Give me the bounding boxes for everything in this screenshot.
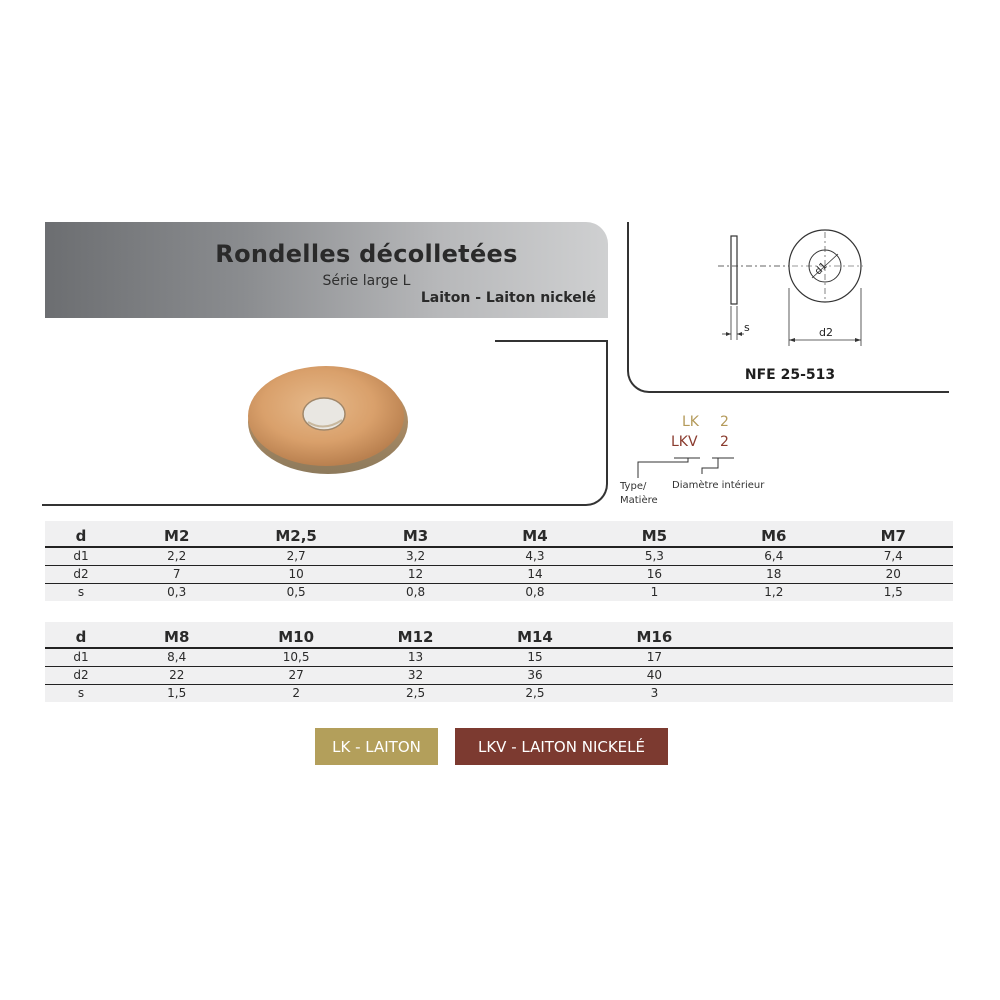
code-lkv-value: 2	[720, 434, 729, 450]
table-cell: 2,7	[236, 547, 356, 566]
table-cell: 10	[236, 565, 356, 584]
table-cell: 14	[475, 565, 595, 584]
page-subtitle: Série large L	[322, 273, 411, 289]
table-cell: 10,5	[236, 648, 356, 667]
table-cell: 32	[355, 666, 476, 685]
header-banner: Rondelles décolletées Série large L Lait…	[45, 222, 608, 318]
dimensions-table-2: d M8 M10 M12 M14 M16 d1 8,4 10,5 13 15 1…	[45, 622, 953, 702]
column-header: M5	[594, 521, 715, 548]
table-cell: 17	[594, 648, 715, 667]
table-cell: 15	[475, 648, 595, 667]
diagram-frame	[627, 222, 949, 393]
table-cell: 0,5	[286, 585, 306, 600]
table-cell: 2,2	[117, 547, 237, 566]
caption-type-line1: Type/	[620, 481, 647, 492]
column-header: M4	[475, 521, 595, 548]
ordering-code-brackets	[637, 457, 734, 478]
table-cell	[833, 648, 953, 667]
table-cell: 7,4	[833, 547, 953, 566]
table-row: d1 8,4 10,5 13 15 17	[45, 648, 953, 667]
table-cell: 3	[650, 686, 659, 701]
legend-lk-laiton: LK - LAITON	[315, 728, 438, 765]
table-row: s 1,5 2 2,5 2,5 3	[45, 684, 953, 702]
column-header: M14	[475, 622, 595, 649]
code-lkv-prefix: LKV	[671, 434, 698, 450]
table-cell: 1	[650, 585, 659, 600]
table-cell	[714, 684, 833, 702]
header-label: d	[45, 622, 117, 649]
row-label: d1	[45, 648, 117, 667]
table-cell: 6,4	[714, 547, 834, 566]
table-cell	[833, 666, 953, 685]
washer-technical-drawing: s d1 d2	[718, 229, 863, 346]
table-cell	[834, 684, 953, 702]
ordering-code: LK 2 LKV 2 Type/ Matière Diamètre intéri…	[600, 410, 800, 510]
table-cell: 16	[594, 565, 715, 584]
row-label: d2	[45, 565, 117, 584]
table-cell: 4,3	[475, 547, 595, 566]
column-header: M7	[833, 521, 953, 548]
table-cell: 40	[594, 666, 715, 685]
legend-lkv-laiton-nickele: LKV - LAITON NICKELÉ	[455, 728, 668, 765]
table-header-row: d M2 M2,5 M3 M4 M5 M6 M7	[45, 521, 953, 548]
code-lk-value: 2	[720, 414, 729, 430]
header-label: d	[45, 521, 117, 548]
table-cell: 5,3	[594, 547, 715, 566]
caption-type-line2: Matière	[620, 495, 658, 506]
dimension-d2-label: d2	[819, 326, 833, 339]
column-header	[833, 622, 953, 649]
row-label: d2	[45, 666, 117, 685]
caption-type: Type/ Matière	[620, 480, 658, 508]
column-header: M6	[714, 521, 834, 548]
table-cell: 0,8	[525, 585, 545, 600]
photo-frame	[42, 340, 608, 506]
table-cell: 27	[236, 666, 356, 685]
row-label: s	[77, 585, 85, 600]
table-cell: 0,8	[406, 585, 426, 600]
table-cell: 20	[833, 565, 953, 584]
table-cell: 1,2	[764, 585, 784, 600]
table-cell: 2,5	[406, 686, 426, 701]
column-header: M2	[117, 521, 237, 548]
table-cell	[714, 666, 834, 685]
code-lk-prefix: LK	[682, 414, 699, 430]
table-row: d1 2,2 2,7 3,2 4,3 5,3 6,4 7,4	[45, 547, 953, 566]
table-row: d2 7 10 12 14 16 18 20	[45, 565, 953, 584]
column-header	[714, 622, 834, 649]
norm-label: NFE 25-513	[744, 367, 836, 383]
table-cell: 13	[355, 648, 476, 667]
column-header: M10	[236, 622, 356, 649]
column-header: M3	[355, 521, 476, 548]
page-title: Rondelles décolletées	[215, 240, 518, 268]
table-cell: 1,5	[883, 585, 903, 600]
table-cell: 22	[117, 666, 237, 685]
dimensions-table-1: d M2 M2,5 M3 M4 M5 M6 M7 d1 2,2 2,7 3,2 …	[45, 521, 953, 601]
table-cell: 18	[714, 565, 834, 584]
table-cell: 8,4	[117, 648, 237, 667]
table-cell: 2	[292, 686, 300, 701]
photo-frame-top-line	[495, 340, 608, 342]
table-cell	[714, 648, 834, 667]
washer-photo	[248, 366, 408, 474]
table-cell: 7	[117, 565, 237, 584]
column-header: M16	[594, 622, 715, 649]
row-label: s	[77, 686, 85, 701]
table-cell: 36	[475, 666, 595, 685]
dimension-s-label: s	[744, 321, 750, 334]
table-cell: 12	[355, 565, 476, 584]
table-row: s 0,3 0,5 0,8 0,8 1 1,2 1,5	[45, 583, 953, 601]
row-label: d1	[45, 547, 117, 566]
column-header: M8	[117, 622, 237, 649]
table-cell: 0,3	[167, 585, 187, 600]
table-header-row: d M8 M10 M12 M14 M16	[45, 622, 953, 649]
table-cell: 1,5	[167, 686, 187, 701]
table-cell: 3,2	[355, 547, 476, 566]
caption-diameter: Diamètre intérieur	[672, 480, 765, 491]
table-cell: 2,5	[525, 686, 545, 701]
column-header: M12	[355, 622, 476, 649]
column-header: M2,5	[236, 521, 356, 548]
material-label: Laiton - Laiton nickelé	[420, 290, 596, 306]
table-row: d2 22 27 32 36 40	[45, 666, 953, 685]
